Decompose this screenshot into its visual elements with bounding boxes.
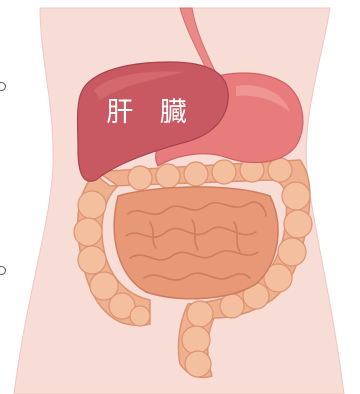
liver-label: 肝 臓 bbox=[96, 90, 206, 129]
